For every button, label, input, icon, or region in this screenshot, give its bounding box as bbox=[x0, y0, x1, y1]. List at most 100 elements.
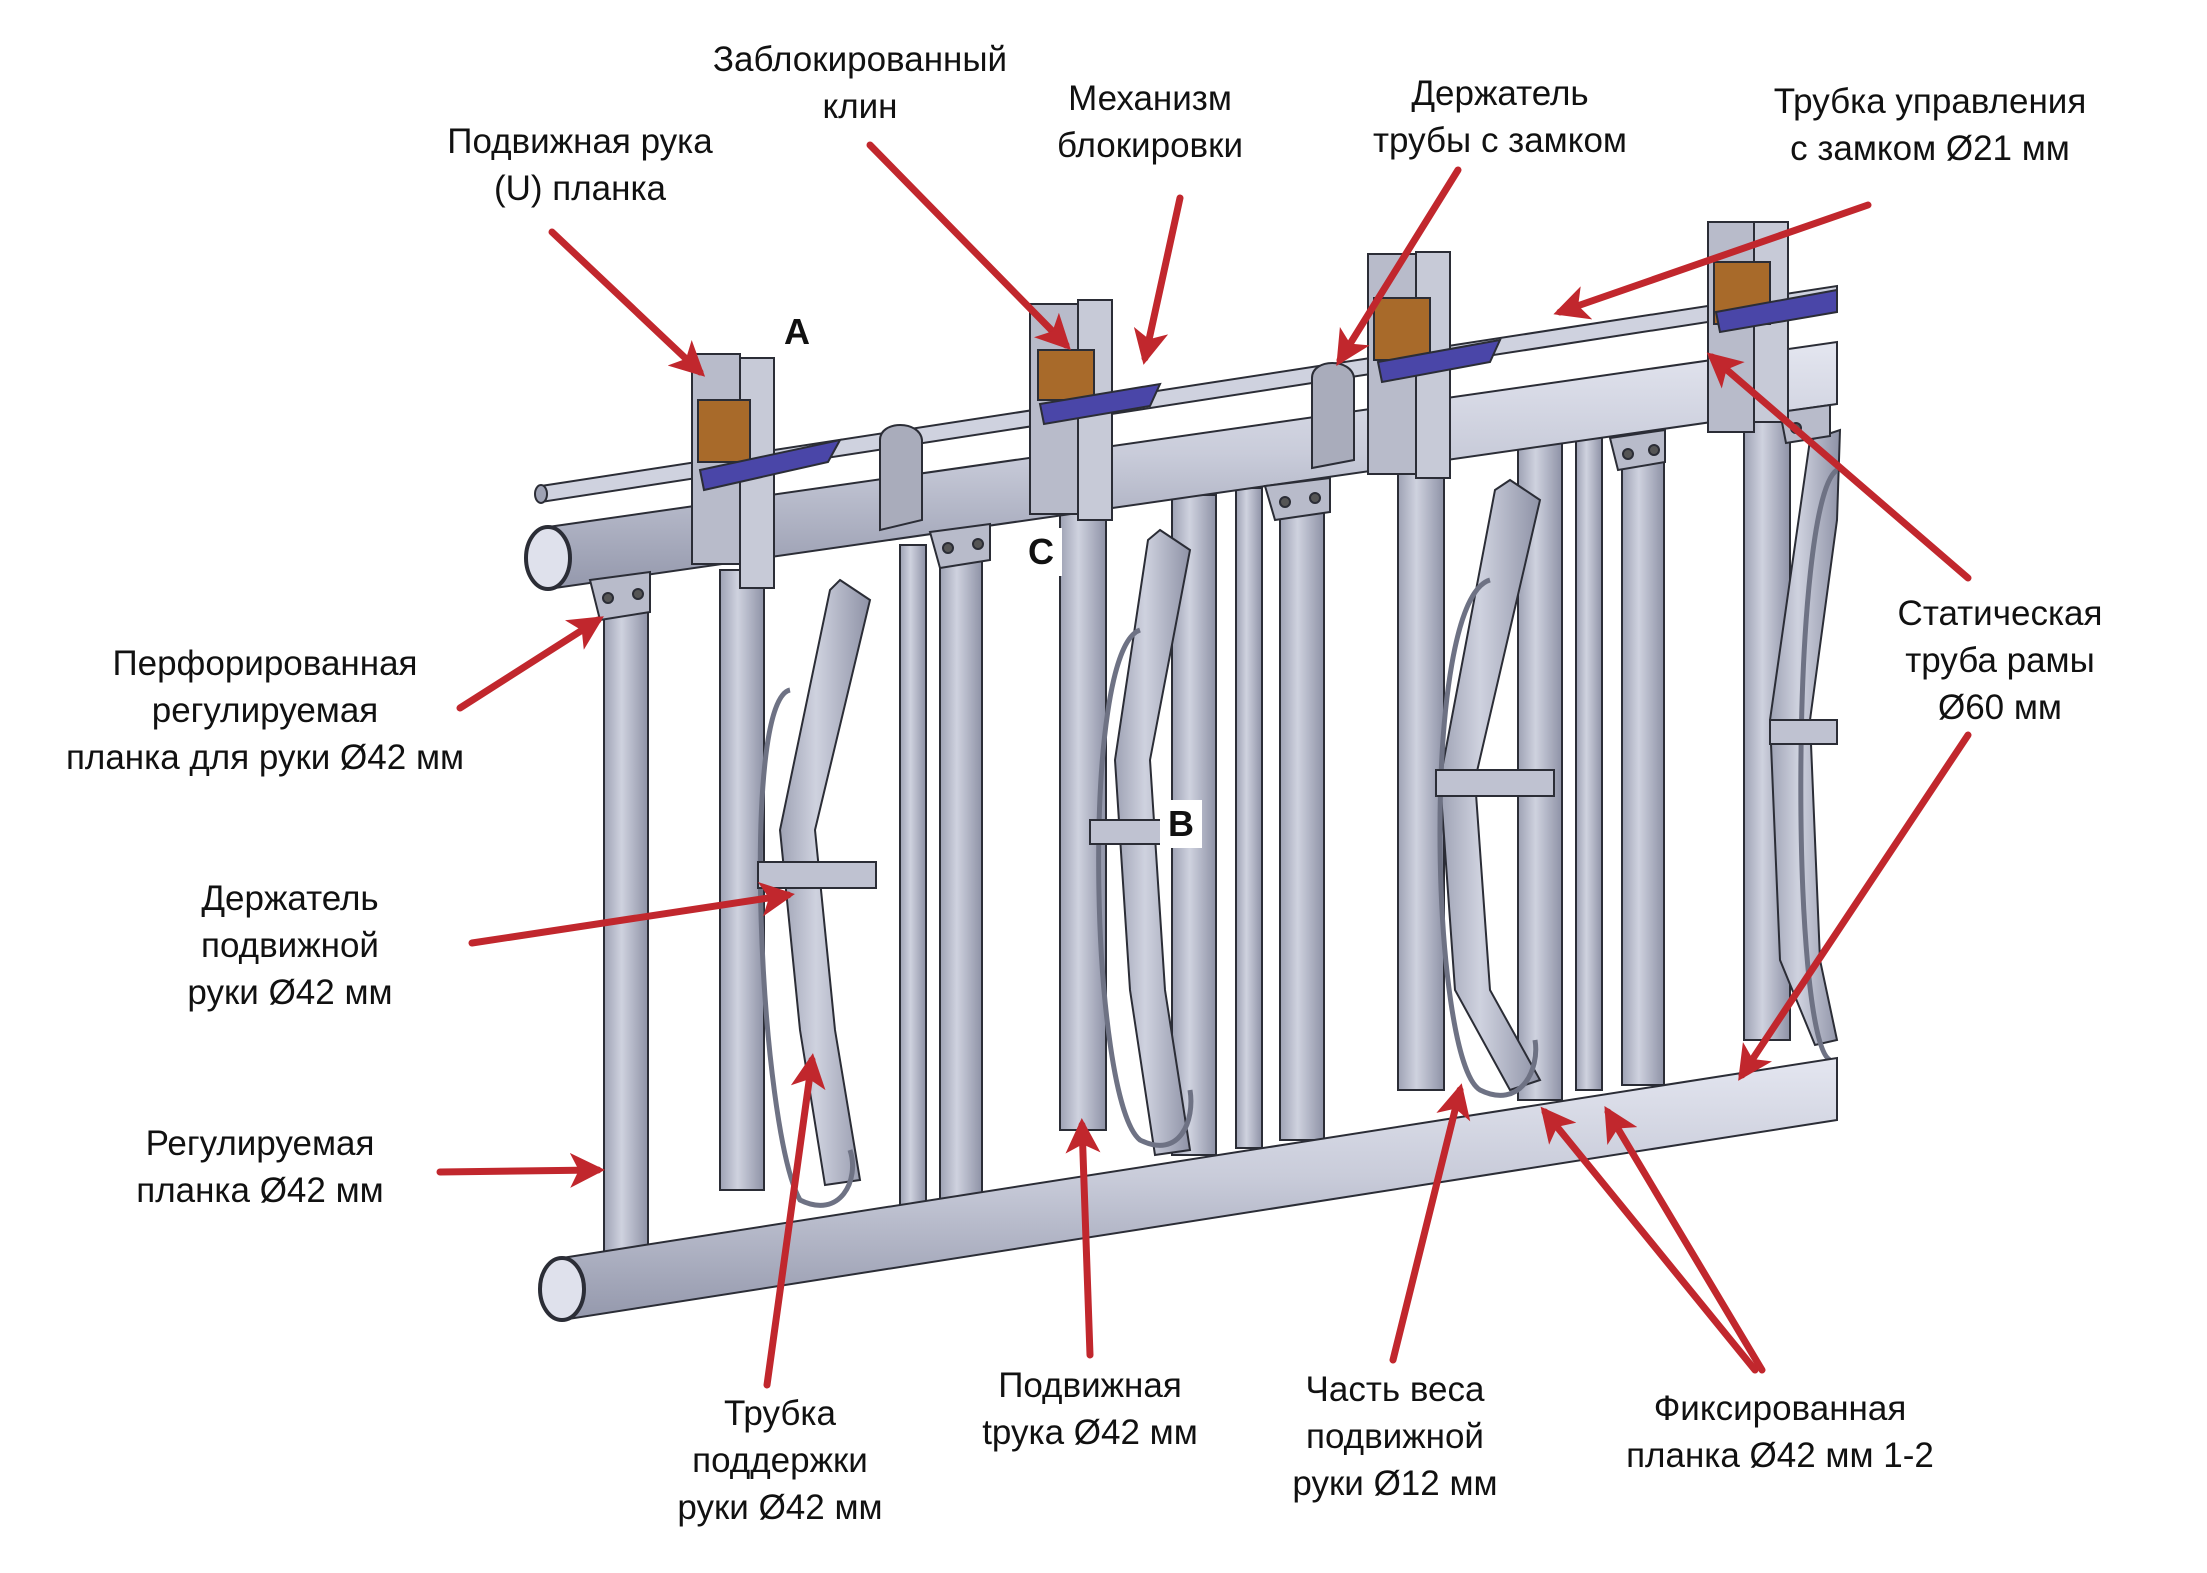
pipe-holders bbox=[879, 362, 1355, 532]
weight-loop bbox=[1437, 577, 1539, 1098]
arrow-pipe-holder-lock bbox=[1336, 166, 1462, 366]
fixed-bar bbox=[1575, 429, 1603, 1091]
label-control-tube: Трубка управления с замком Ø21 мм bbox=[1720, 78, 2140, 172]
label-static-frame-pipe: Статическая труба рамы Ø60 мм bbox=[1860, 590, 2140, 731]
fixed-bar bbox=[899, 544, 927, 1226]
locked-wedge bbox=[697, 399, 751, 463]
label-fixed-bar: Фиксированная планка Ø42 мм 1-2 bbox=[1580, 1385, 1980, 1479]
lock-mechanism bbox=[698, 438, 842, 492]
label-line: с замком Ø21 мм bbox=[1790, 129, 2070, 168]
arm-holder bbox=[757, 861, 877, 889]
fixed-bar bbox=[1235, 487, 1263, 1149]
label-line: клин bbox=[822, 87, 898, 126]
arrow-movable-arm bbox=[1065, 1118, 1101, 1359]
label-line: Держатель bbox=[201, 879, 379, 918]
locked-wedge bbox=[1037, 349, 1095, 401]
label-pipe-holder-lock: Держатель трубы с замком bbox=[1330, 70, 1670, 164]
lower-pipe-end bbox=[538, 1256, 586, 1322]
marker-a: A bbox=[776, 308, 818, 356]
fixed-bar bbox=[1621, 424, 1665, 1086]
lower-frame-pipe bbox=[538, 1056, 1838, 1322]
arrow-locked-wedge bbox=[866, 141, 1071, 350]
label-line: трубы с замком bbox=[1373, 121, 1627, 160]
label-line: планка для руки Ø42 мм bbox=[65, 738, 465, 777]
weight-loop bbox=[1096, 627, 1194, 1148]
perforated-bracket bbox=[588, 570, 651, 622]
perforated-bracket bbox=[1263, 476, 1331, 522]
arrow-perforated-bar bbox=[456, 616, 604, 712]
label-line: Перфорированная bbox=[112, 644, 418, 683]
label-line: Статическая bbox=[1897, 594, 2103, 633]
perforated-bracket bbox=[1608, 428, 1666, 472]
arrow-lock-mechanism bbox=[1133, 194, 1184, 365]
label-movable-arm: Подвижная tрука Ø42 мм bbox=[940, 1362, 1240, 1456]
vertical-bars bbox=[603, 399, 1791, 1271]
arrow-fixed-bar-1 bbox=[1540, 1106, 1759, 1374]
marker-b: B bbox=[1160, 800, 1202, 848]
label-movable-arm-u: Подвижная рука (U) планка bbox=[370, 118, 790, 212]
lock-unit-c bbox=[1367, 251, 1502, 479]
arrow-adjustable-bar bbox=[436, 1152, 605, 1188]
lock-mechanism bbox=[1038, 382, 1162, 426]
label-line: блокировки bbox=[1056, 126, 1243, 165]
marker-c: C bbox=[1020, 528, 1062, 576]
weight-loop bbox=[757, 687, 856, 1208]
fixed-bar bbox=[939, 539, 983, 1221]
label-line: руки Ø12 мм bbox=[1292, 1464, 1498, 1503]
arrow-static-pipe-lower bbox=[1738, 731, 1972, 1081]
callout-arrows bbox=[436, 141, 1972, 1389]
upper-pipe-end bbox=[524, 525, 572, 591]
arrow-weight-part bbox=[1389, 1083, 1471, 1364]
perforated-bracket bbox=[1778, 403, 1831, 445]
label-line: руки Ø42 мм bbox=[187, 973, 393, 1012]
label-line: Ø60 мм bbox=[1937, 688, 2062, 727]
label-line: Часть веса bbox=[1305, 1370, 1485, 1409]
label-line: Подвижная bbox=[998, 1366, 1182, 1405]
support-tube bbox=[719, 569, 765, 1191]
label-support-tube: Трубка поддержки руки Ø42 мм bbox=[640, 1390, 920, 1531]
label-line: регулируемая bbox=[151, 691, 379, 730]
label-line: подвижной bbox=[1306, 1417, 1484, 1456]
label-line: планка Ø42 мм 1-2 bbox=[1626, 1436, 1934, 1475]
label-line: Трубка bbox=[724, 1394, 836, 1433]
label-line: Подвижная рука bbox=[447, 122, 713, 161]
arm-holder bbox=[1769, 719, 1838, 745]
label-line: Механизм bbox=[1068, 79, 1232, 118]
adjustable-bar bbox=[603, 599, 649, 1271]
arrow-static-pipe-upper bbox=[1706, 352, 1972, 582]
label-arm-holder: Держатель подвижной руки Ø42 мм bbox=[150, 875, 430, 1016]
arrow-control-tube bbox=[1553, 201, 1872, 320]
arrow-fixed-bar-2 bbox=[1604, 1105, 1766, 1374]
label-line: tрука Ø42 мм bbox=[982, 1413, 1198, 1452]
pipe-holder bbox=[879, 424, 923, 532]
lock-mechanism bbox=[1714, 288, 1838, 334]
label-line: труба рамы bbox=[1905, 641, 2095, 680]
locked-wedge bbox=[1373, 297, 1431, 361]
label-line: подвижной bbox=[201, 926, 379, 965]
perforated-brackets bbox=[588, 403, 1831, 622]
label-line: Держатель bbox=[1411, 74, 1589, 113]
label-line: руки Ø42 мм bbox=[677, 1488, 883, 1527]
weight-loop bbox=[1798, 467, 1839, 1063]
fixed-bar bbox=[1279, 479, 1325, 1141]
label-line: Регулируемая bbox=[145, 1124, 375, 1163]
arrow-movable-arm-u bbox=[548, 228, 706, 377]
pipe-holder bbox=[1311, 362, 1355, 470]
label-line: планка Ø42 мм bbox=[136, 1171, 384, 1210]
arrow-arm-holder bbox=[468, 881, 795, 947]
movable-arm-bent bbox=[778, 578, 872, 1187]
label-line: Трубка управления bbox=[1773, 82, 2087, 121]
label-weight-part: Часть веса подвижной руки Ø12 мм bbox=[1250, 1366, 1540, 1507]
label-perforated-bar: Перфорированная регулируемая планка для … bbox=[30, 640, 500, 781]
label-line: (U) планка bbox=[493, 169, 667, 208]
label-locked-wedge: Заблокированный клин bbox=[640, 36, 1080, 130]
arm-holder bbox=[1435, 769, 1555, 797]
lock-mechanism bbox=[1376, 338, 1502, 384]
label-line: Фиксированная bbox=[1653, 1389, 1907, 1428]
label-line: поддержки bbox=[692, 1441, 868, 1480]
lock-unit-a bbox=[691, 353, 842, 589]
label-lock-mechanism: Механизм блокировки bbox=[1020, 75, 1280, 169]
label-adjustable-bar: Регулируемая планка Ø42 мм bbox=[120, 1120, 400, 1214]
perforated-bracket bbox=[928, 522, 991, 570]
